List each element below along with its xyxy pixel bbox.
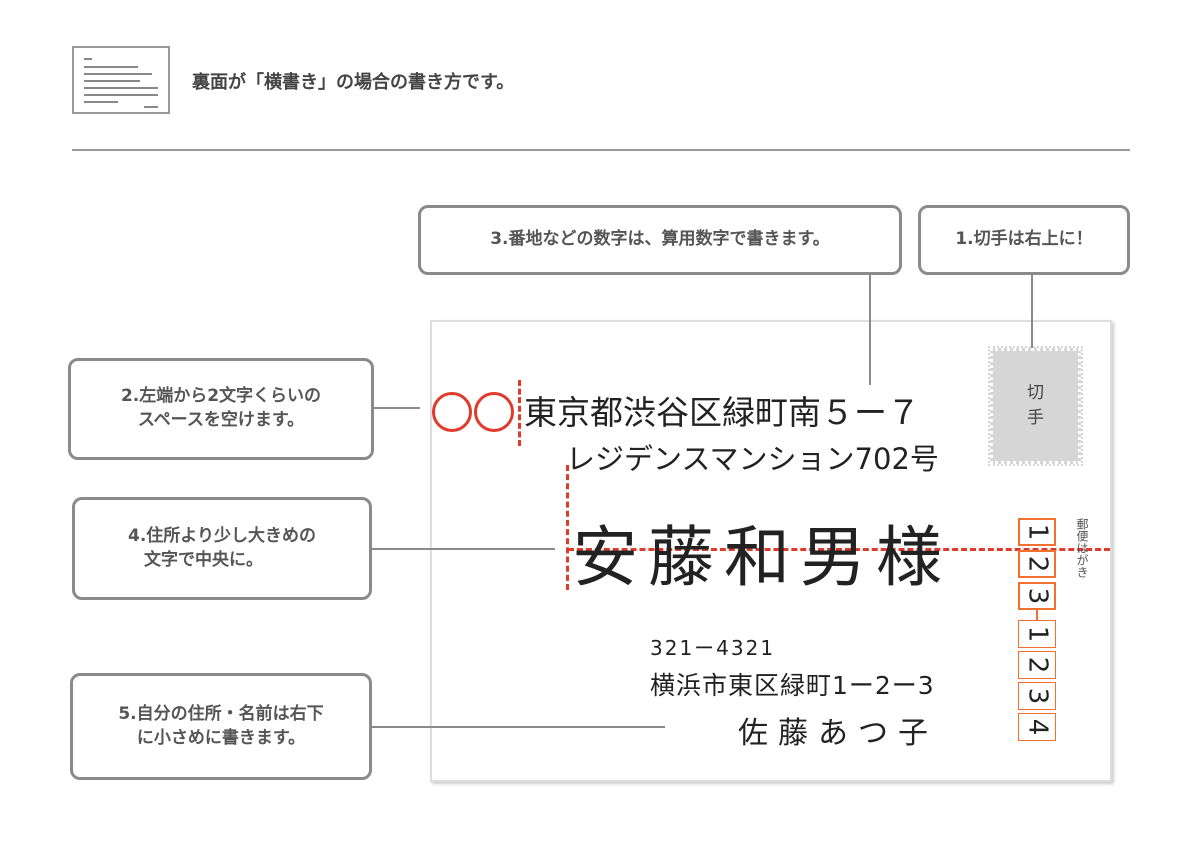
callout-stamp: 1.切手は右上に！: [918, 205, 1130, 275]
address-line-2: レジデンスマンション702号: [566, 442, 939, 476]
divider: [72, 149, 1130, 151]
stamp-area: 切手: [988, 346, 1083, 466]
callout-recipient: 4.住所より少し大きめの文字で中央に。: [72, 497, 372, 600]
recipient-name: 安藤和男様: [572, 519, 952, 596]
sender-zip: 321ー4321: [650, 636, 776, 660]
postal-box: 3: [1018, 582, 1056, 610]
page-title: 裏面が「横書き」の場合の書き方です。: [192, 72, 515, 93]
callout-text: に小さめに書きます。: [136, 727, 306, 748]
blank-circle: [432, 392, 472, 432]
callout-sender: 5.自分の住所・名前は右下に小さめに書きます。: [70, 673, 372, 780]
callout-text: 5.自分の住所・名前は右下: [118, 703, 324, 724]
stamp-text: 切: [1027, 382, 1044, 403]
leader-line: [372, 548, 555, 550]
callout-numbers: 3.番地などの数字は、算用数字で書きます。: [418, 205, 902, 275]
document-lines-icon: [72, 46, 170, 114]
callout-indent: 2.左端から2文字くらいのスペースを空けます。: [68, 358, 374, 460]
postal-box: 1: [1018, 620, 1056, 648]
postcard-label: 郵便はがき: [1075, 518, 1089, 578]
leader-line: [374, 407, 420, 409]
blank-circle: [474, 392, 514, 432]
address-line-1: 東京都渋谷区緑町南５ー７: [524, 393, 920, 432]
postal-connector: [1036, 610, 1038, 620]
postal-box: 4: [1018, 713, 1056, 741]
postal-box: 1: [1018, 518, 1056, 546]
sender-address: 横浜市東区緑町1ー2ー3: [650, 671, 935, 700]
leader-line: [372, 726, 665, 728]
callout-text: 3.番地などの数字は、算用数字で書きます。: [490, 229, 830, 250]
sender-name: 佐藤あつ子: [738, 716, 938, 751]
callout-text: 1.切手は右上に！: [955, 229, 1093, 250]
callout-text: 2.左端から2文字くらいの: [120, 386, 322, 407]
name-guide-vertical: [566, 465, 569, 590]
callout-text: 4.住所より少し大きめの: [128, 525, 316, 546]
stamp-text: 手: [1027, 408, 1044, 428]
center-guide: [568, 548, 1110, 551]
postal-box: 2: [1018, 651, 1056, 679]
callout-text: 文字で中央に。: [144, 549, 264, 570]
postcard: [430, 320, 1112, 782]
indent-guide: [518, 380, 521, 446]
leader-line: [1031, 275, 1033, 370]
postal-box: 3: [1018, 682, 1056, 710]
postal-box: 2: [1018, 550, 1056, 578]
callout-text: スペースを空けます。: [137, 410, 305, 430]
leader-line: [869, 275, 871, 385]
